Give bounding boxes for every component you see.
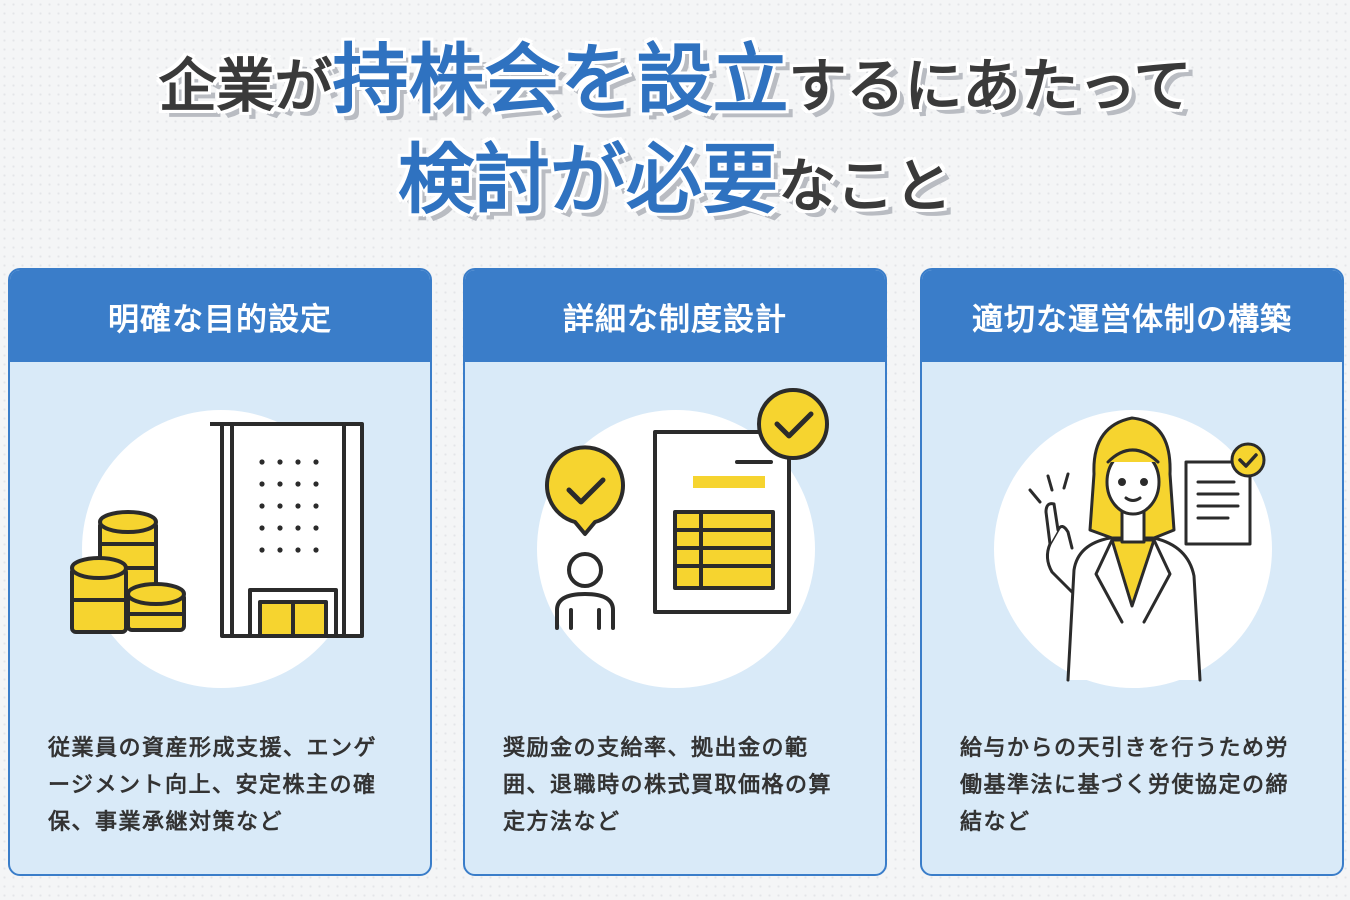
title-highlight: 検討が必要 bbox=[397, 135, 778, 224]
card-heading: 明確な目的設定 bbox=[10, 270, 430, 362]
title-segment: 企業が bbox=[158, 52, 333, 120]
card-description: 従業員の資産形成支援、エンゲージメント向上、安定株主の確保、事業承継対策など bbox=[48, 736, 378, 835]
card-heading: 詳細な制度設計 bbox=[465, 270, 885, 362]
building-coins-icon bbox=[70, 422, 364, 638]
title-highlight: 持株会を設立 bbox=[332, 35, 789, 124]
title-segment: なこと bbox=[777, 152, 952, 220]
person-document-check-icon bbox=[545, 388, 829, 630]
card-description: 奨励金の支給率、拠出金の範囲、退職時の株式買取価格の算定方法など bbox=[503, 736, 833, 835]
card-description: 給与からの天引きを行うため労働基準法に基づく労使協定の締結など bbox=[960, 736, 1290, 835]
card-operation: 適切な運営体制の構築 bbox=[920, 268, 1344, 876]
page-title-line1: 企業が持株会を設立するにあたって bbox=[0, 18, 1350, 128]
page-title-line2: 検討が必要なこと bbox=[0, 118, 1350, 228]
card-heading: 適切な運営体制の構築 bbox=[922, 270, 1342, 362]
title-segment: するにあたって bbox=[788, 52, 1192, 120]
card-purpose: 明確な目的設定 bbox=[8, 268, 432, 876]
woman-pointing-icon bbox=[1028, 416, 1266, 682]
card-system-design: 詳細な制度設計 奨励金の支給率、拠出金の範囲、退職時の株式買取価格の算定方法など bbox=[463, 268, 887, 876]
